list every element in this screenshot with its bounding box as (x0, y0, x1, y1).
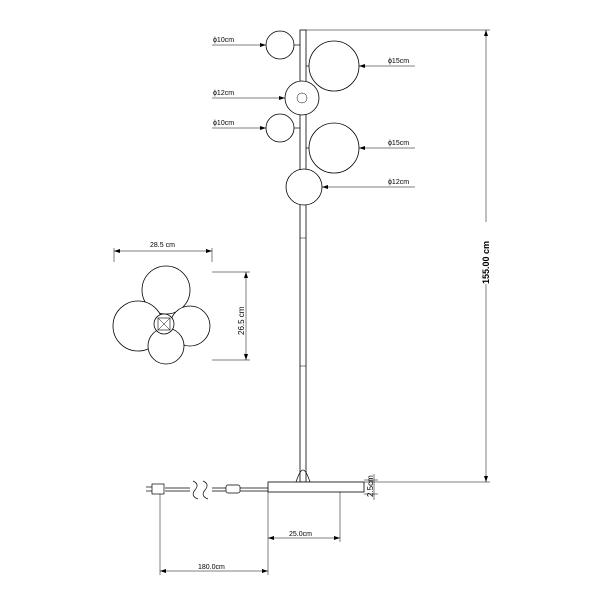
cable-length-label: 180.0cm (198, 564, 225, 571)
inline-switch (225, 484, 241, 494)
globe-12cm-bottom (285, 168, 323, 206)
globe-label-1: ϕ10cm (213, 37, 234, 44)
base-thickness-dimension: 2.5cm (364, 474, 378, 500)
height-label: 155.00 cm (481, 241, 491, 284)
lamp-top-view: 28.5 cm 26.5 cm (112, 242, 250, 365)
base-thickness-label: 2.5cm (366, 475, 375, 497)
globe-10cm-top (265, 30, 295, 60)
base-radius-dimension: 25.0cm (267, 492, 341, 542)
power-cable (146, 480, 268, 500)
top-depth-label: 26.5 cm (237, 306, 246, 335)
plug (151, 483, 165, 495)
lamp-side-view (265, 29, 365, 493)
globe-10cm-lower (265, 113, 295, 143)
base-radius-label: 25.0cm (289, 531, 312, 538)
globe-label-4: ϕ10cm (213, 120, 234, 127)
globe-label-5: ϕ15cm (388, 140, 409, 147)
globe-label-2: ϕ15cm (388, 58, 409, 65)
globe-label-3: ϕ12cm (213, 90, 234, 97)
height-dimension: 155.00 cm (306, 29, 494, 483)
globe-leaders: ϕ10cm ϕ15cm ϕ12cm ϕ10cm ϕ15cm ϕ12cm (212, 37, 415, 189)
globe-15cm-top (308, 40, 360, 92)
globe-label-6: ϕ12cm (388, 179, 409, 186)
globe-12cm-middle (284, 80, 320, 116)
top-width-label: 28.5 cm (150, 242, 175, 249)
cable-length-dimension: 180.0cm (159, 494, 269, 575)
lamp-base (267, 481, 365, 493)
globe-socket (296, 92, 308, 104)
globe-15cm-lower (308, 122, 360, 174)
